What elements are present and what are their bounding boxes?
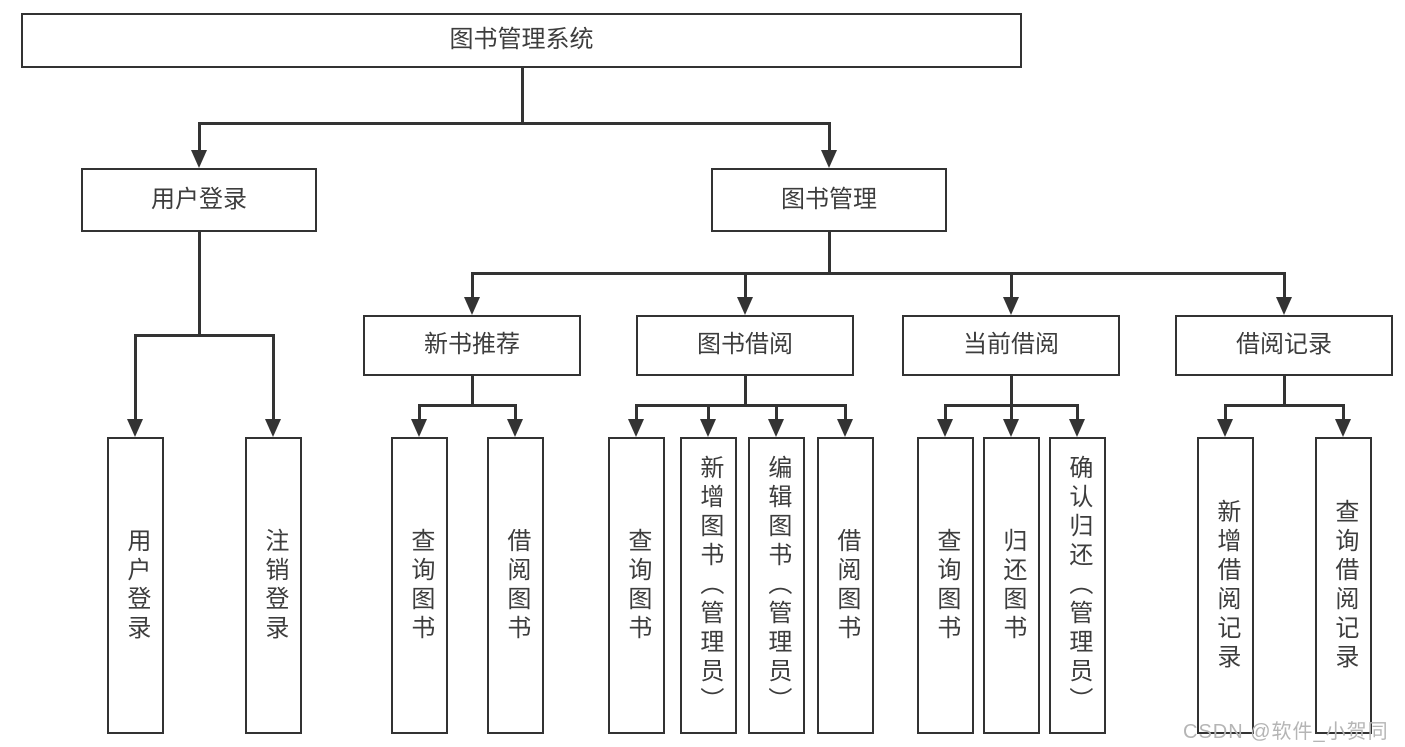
leaf-return-books: 归还图书 [983,437,1040,734]
arrow-down-icon [127,419,143,437]
arrow-down-icon [1003,419,1019,437]
connector-line [514,404,517,421]
arrow-down-icon [937,419,953,437]
arrow-down-icon [1335,419,1351,437]
leaf-borrow-books-borrowing: 借阅图书 [817,437,874,734]
leaf-confirm-return-admin: 确认归还（管理员） [1049,437,1106,734]
connector-line [1283,272,1286,299]
arrow-down-icon [821,150,837,168]
leaf-logout: 注销登录 [245,437,302,734]
node-new-book-recommend: 新书推荐 [363,315,581,376]
node-borrowing-records: 借阅记录 [1175,315,1393,376]
connector-line [635,404,638,421]
leaf-query-books-current: 查询图书 [917,437,974,734]
connector-line [1224,404,1227,421]
csdn-watermark: CSDN @软件_小贺同学 [1183,721,1389,743]
leaf-add-books-admin: 新增图书（管理员） [680,437,737,734]
connector-line [471,272,1286,275]
node-book-borrowing: 图书借阅 [636,315,854,376]
connector-line [198,232,201,337]
arrow-down-icon [768,419,784,437]
arrow-down-icon [1217,419,1233,437]
arrow-down-icon [411,419,427,437]
leaf-add-borrow-record: 新增借阅记录 [1197,437,1254,734]
connector-line [1076,404,1079,421]
leaf-query-books-borrowing: 查询图书 [608,437,665,734]
leaf-borrow-books-recommend: 借阅图书 [487,437,544,734]
arrow-down-icon [1003,297,1019,315]
connector-line [828,122,831,152]
connector-line [418,404,421,421]
connector-line [944,404,947,421]
arrow-down-icon [700,419,716,437]
connector-line [418,404,517,407]
node-book-management: 图书管理 [711,168,947,232]
connector-line [844,404,847,421]
leaf-query-borrow-record: 查询借阅记录 [1315,437,1372,734]
connector-line [635,404,847,407]
connector-line [828,232,831,274]
arrow-down-icon [628,419,644,437]
arrow-down-icon [837,419,853,437]
connector-line [1010,404,1013,421]
arrow-down-icon [464,297,480,315]
connector-line [744,376,747,407]
connector-line [1342,404,1345,421]
connector-line [134,334,275,337]
connector-line [198,122,831,125]
connector-line [272,334,275,421]
connector-line [198,122,201,152]
leaf-edit-books-admin: 编辑图书（管理员） [748,437,805,734]
connector-line [1283,376,1286,407]
connector-line [1010,376,1013,407]
node-user-login: 用户登录 [81,168,317,232]
arrow-down-icon [191,150,207,168]
connector-line [1010,272,1013,299]
connector-line [1224,404,1345,407]
arrow-down-icon [1069,419,1085,437]
leaf-user-login: 用户登录 [107,437,164,734]
arrow-down-icon [507,419,523,437]
leaf-query-books-recommend: 查询图书 [391,437,448,734]
connector-line [775,404,778,421]
connector-line [471,272,474,299]
node-library-management-system: 图书管理系统 [21,13,1022,68]
connector-line [521,68,524,124]
connector-line [471,376,474,407]
arrow-down-icon [737,297,753,315]
connector-line [744,272,747,299]
arrow-down-icon [265,419,281,437]
connector-line [134,334,137,421]
node-current-borrowing: 当前借阅 [902,315,1120,376]
connector-line [707,404,710,421]
arrow-down-icon [1276,297,1292,315]
